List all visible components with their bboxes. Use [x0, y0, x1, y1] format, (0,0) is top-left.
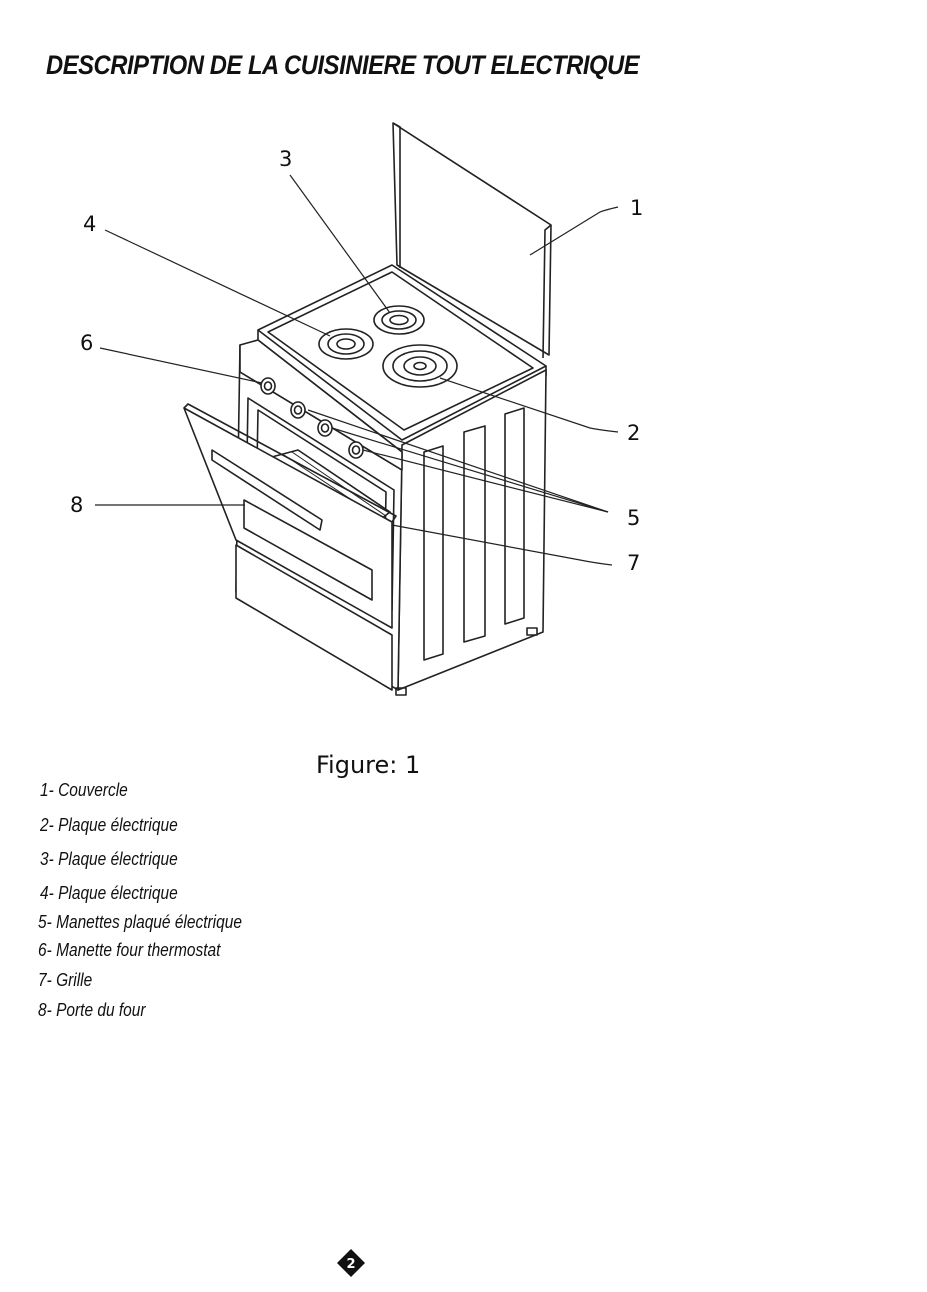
diamond-page-number-icon: 2 [336, 1248, 366, 1278]
figure-caption: Figure: 1 [316, 751, 420, 779]
callout-7: 7 [627, 551, 640, 575]
legend-item: 7- Grille [38, 970, 92, 991]
legend-item: 1- Couvercle [40, 780, 128, 801]
legend-item: 8- Porte du four [38, 1000, 146, 1021]
legend-item: 6- Manette four thermostat [38, 940, 220, 961]
legend-item: 4- Plaque électrique [40, 883, 178, 904]
callout-1: 1 [630, 196, 643, 220]
legend-item: 2- Plaque électrique [40, 815, 178, 836]
oven-thermostat-knob-illustration [261, 378, 275, 394]
callout-4: 4 [83, 212, 96, 236]
callout-6: 6 [80, 331, 93, 355]
callout-3: 3 [279, 147, 292, 171]
callout-8: 8 [70, 493, 83, 517]
callout-5: 5 [627, 506, 640, 530]
stove-figure: 1 2 3 4 5 6 7 8 [0, 100, 927, 740]
callout-2: 2 [627, 421, 640, 445]
legend-item: 5- Manettes plaqué électrique [38, 912, 242, 933]
legend-item: 3- Plaque électrique [40, 849, 178, 870]
page-title: DESCRIPTION DE LA CUISINIERE TOUT ELECTR… [46, 50, 639, 81]
page-number: 2 [346, 1257, 355, 1272]
